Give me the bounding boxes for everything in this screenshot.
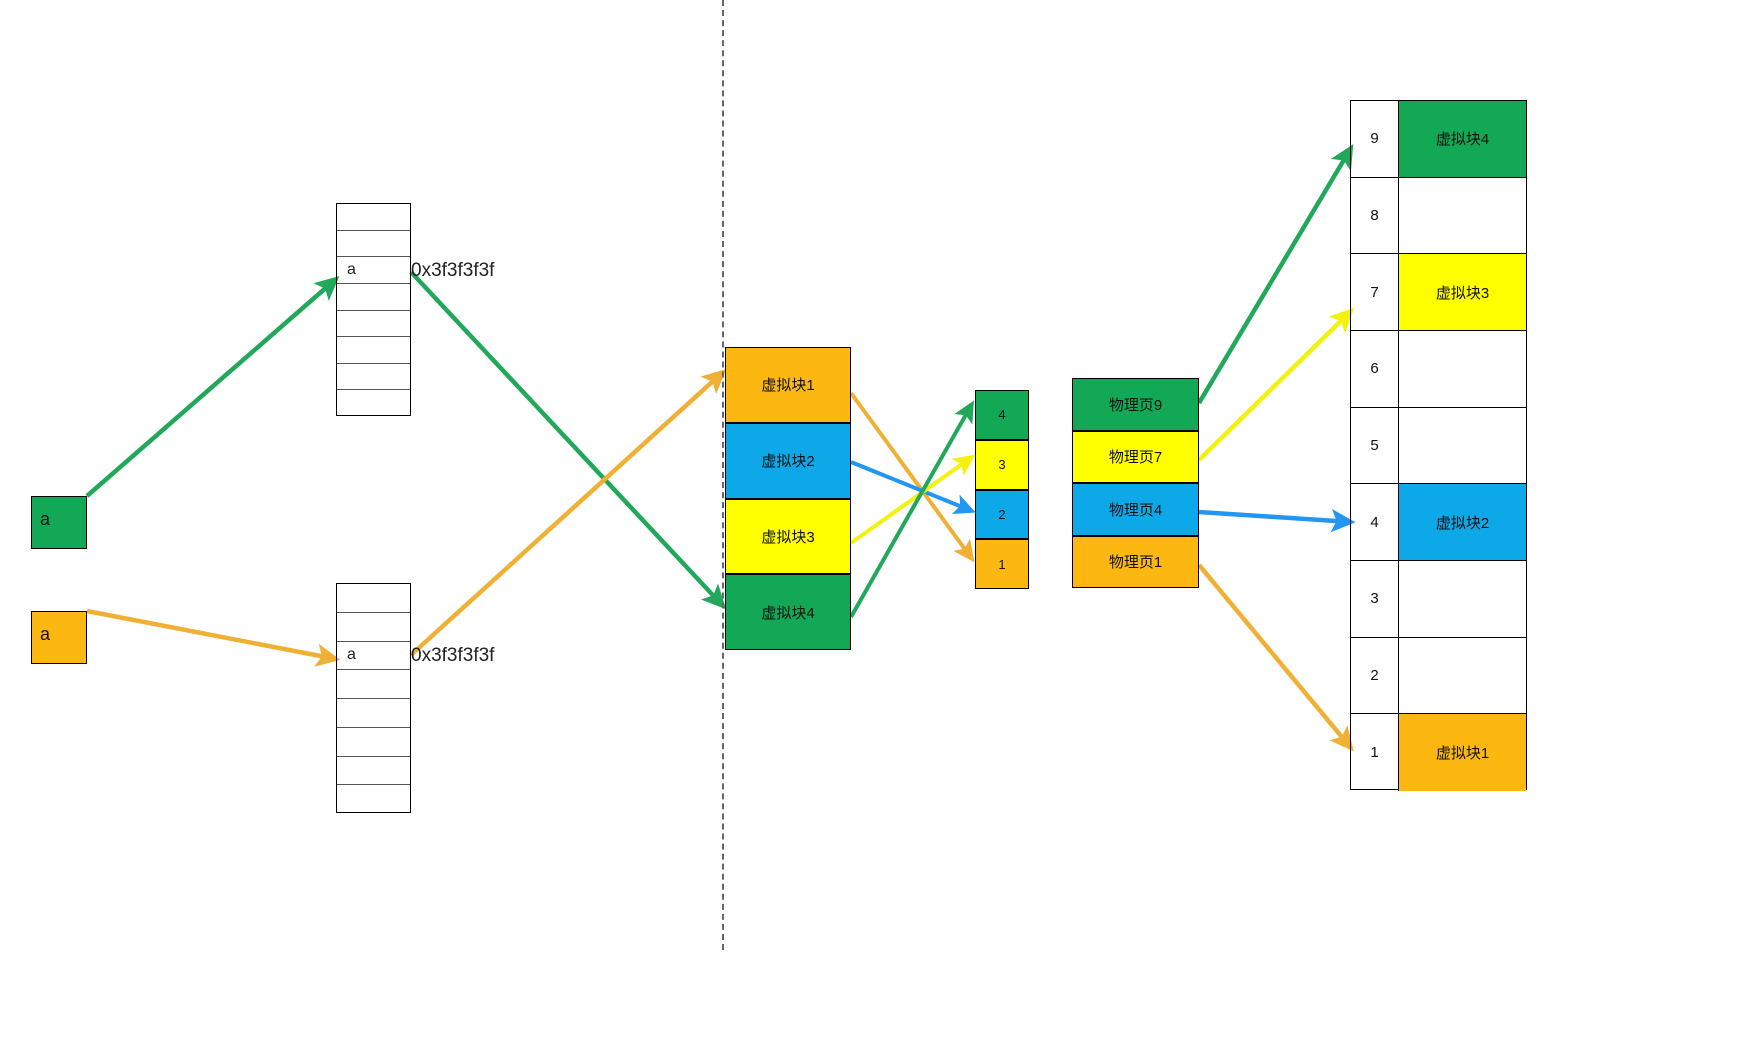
memory-row-content: 虚拟块4 (1399, 101, 1526, 177)
virtual-block-cell-1: 虚拟块1 (725, 347, 851, 423)
stack-cell (337, 584, 410, 613)
stack-cell (337, 204, 410, 231)
memory-table-row: 5 (1351, 407, 1526, 485)
page-index-label: 4 (998, 407, 1006, 423)
memory-row-index: 7 (1351, 254, 1399, 330)
stack-cell (337, 785, 410, 814)
arrow-stack2-to-virtual-block1 (409, 368, 727, 657)
memory-table-row: 3 (1351, 560, 1526, 638)
page-index-label: 3 (998, 457, 1006, 473)
var-a-green-label: a (40, 509, 51, 529)
stack-cell (337, 757, 410, 786)
memory-row-index: 5 (1351, 407, 1399, 484)
physical-page-cell-3: 物理页4 (1072, 483, 1199, 536)
stack-cell-value: a (347, 261, 356, 279)
physical-page-label: 物理页9 (1108, 396, 1163, 414)
stack-cell: a (337, 642, 410, 671)
arrow-page1-to-mem1 (1197, 563, 1354, 752)
physical-page-cell-2: 物理页7 (1072, 430, 1199, 483)
memory-row-index: 1 (1351, 714, 1399, 791)
stack-cell-value: a (347, 646, 356, 664)
stack-cell (337, 311, 410, 338)
arrow-var-green-to-stack1 (85, 276, 340, 498)
memory-table-row: 6 (1351, 330, 1526, 408)
page-index-cell-3: 3 (975, 439, 1029, 490)
var-a-orange: a (31, 611, 87, 664)
arrow-vblock4-to-index4 (849, 400, 974, 618)
physical-page-column: 物理页9 物理页7 物理页4 物理页1 (1072, 378, 1199, 588)
virtual-block-column: 虚拟块1 虚拟块2 虚拟块3 虚拟块4 (725, 347, 851, 650)
arrow-vblock2-to-index2 (850, 460, 976, 515)
process-separator-divider (722, 0, 724, 950)
physical-page-cell-1: 物理页9 (1072, 378, 1199, 431)
page-index-cell-2: 2 (975, 489, 1029, 540)
physical-page-label: 物理页4 (1108, 501, 1163, 519)
arrow-page7-to-mem7 (1197, 307, 1355, 462)
virtual-block-label: 虚拟块3 (761, 528, 815, 546)
arrow-vblock1-to-index1 (849, 391, 975, 563)
memory-row-content (1399, 177, 1526, 254)
virtual-block-cell-3: 虚拟块3 (725, 498, 851, 575)
memory-row-content (1399, 330, 1526, 407)
var-a-green: a (31, 496, 87, 549)
memory-row-index: 9 (1351, 101, 1399, 177)
stack-cell (337, 613, 410, 642)
arrow-stack1-to-virtual-block4 (409, 270, 727, 610)
page-index-cell-4: 4 (975, 390, 1029, 440)
stack-cell (337, 390, 410, 417)
arrow-page4-to-mem4 (1198, 509, 1356, 533)
stack-process-1-address: 0x3f3f3f3f (411, 260, 495, 281)
page-index-label: 1 (998, 556, 1006, 572)
memory-row-content: 虚拟块3 (1399, 254, 1526, 330)
page-index-column: 4 3 2 1 (975, 390, 1029, 589)
memory-row-index: 8 (1351, 177, 1399, 254)
stack-cell (337, 670, 410, 699)
arrow-vblock3-to-index3 (849, 454, 976, 545)
virtual-block-label: 虚拟块1 (761, 377, 815, 395)
virtual-block-label: 虚拟块4 (761, 604, 815, 622)
memory-row-index: 3 (1351, 560, 1399, 637)
memory-table-row: 8 (1351, 177, 1526, 255)
physical-page-label: 物理页1 (1108, 554, 1163, 572)
virtual-block-cell-2: 虚拟块2 (725, 422, 851, 499)
memory-row-content (1399, 407, 1526, 484)
memory-table-row: 2 (1351, 637, 1526, 715)
page-index-label: 2 (998, 506, 1006, 522)
virtual-block-cell-4: 虚拟块4 (725, 574, 851, 650)
memory-row-content: 虚拟块1 (1399, 714, 1526, 791)
virtual-block-label: 虚拟块2 (761, 453, 815, 471)
memory-row-index: 6 (1351, 330, 1399, 407)
stack-cell (337, 728, 410, 757)
stack-cell: a (337, 257, 410, 284)
page-index-cell-1: 1 (975, 539, 1029, 589)
var-a-orange-label: a (40, 624, 51, 644)
stack-process-2: a (336, 583, 411, 813)
arrow-var-orange-to-stack2 (86, 608, 341, 667)
memory-row-index: 2 (1351, 637, 1399, 714)
stack-cell (337, 284, 410, 311)
stack-cell (337, 364, 410, 391)
memory-row-content (1399, 560, 1526, 637)
stack-process-1: a (336, 203, 411, 416)
stack-process-2-address: 0x3f3f3f3f (411, 645, 495, 666)
stack-cell (337, 231, 410, 258)
memory-row-content: 虚拟块2 (1399, 484, 1526, 560)
physical-page-cell-4: 物理页1 (1072, 535, 1199, 588)
physical-page-label: 物理页7 (1108, 449, 1163, 467)
memory-row-content (1399, 637, 1526, 714)
stack-cell (337, 337, 410, 364)
memory-row-index: 4 (1351, 484, 1399, 560)
arrow-page9-to-mem9 (1197, 144, 1354, 405)
stack-cell (337, 699, 410, 728)
